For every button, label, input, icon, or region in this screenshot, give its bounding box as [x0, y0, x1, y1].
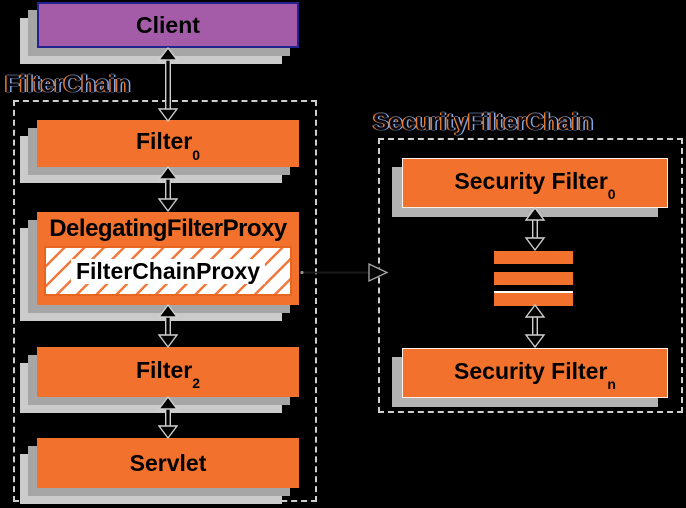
- security-filtern-box-label: Security Filtern: [454, 357, 616, 393]
- filter2-subscript: 2: [192, 375, 201, 392]
- servlet-box-label: Servlet: [129, 449, 207, 476]
- security-filter0-box-label: Security Filter0: [454, 167, 616, 203]
- ellipsis-bar: [494, 291, 573, 306]
- filter0-box: Filter0: [37, 120, 299, 167]
- filter-chain-proxy-box: FilterChainProxy: [44, 246, 292, 296]
- security-filtern-box: Security Filtern: [402, 348, 668, 398]
- filter0-box-label: Filter0: [135, 128, 201, 163]
- ellipsis-bar: [494, 251, 573, 264]
- filter0-subscript: 0: [192, 146, 201, 163]
- filterchain-label: FilterChain: [5, 71, 131, 98]
- security-filter0-subscript: 0: [607, 186, 616, 203]
- security-filter0-box: Security Filter0: [402, 158, 668, 208]
- delegating-filter-proxy-box: DelegatingFilterProxy FilterChainProxy: [37, 212, 299, 305]
- client-box-label: Client: [136, 11, 200, 38]
- filter2-box-label: Filter2: [135, 356, 201, 392]
- filter2-box: Filter2: [37, 347, 299, 397]
- servlet-box: Servlet: [37, 438, 299, 488]
- client-box: Client: [37, 2, 299, 48]
- ellipsis-bar: [494, 272, 573, 285]
- security-filters-ellipsis: [494, 251, 573, 306]
- filter-chain-proxy-label: FilterChainProxy: [70, 258, 266, 284]
- securityfilterchain-label: SecurityFilterChain: [373, 109, 594, 136]
- delegating-filter-proxy-label: DelegatingFilterProxy: [49, 215, 287, 242]
- security-filtern-subscript: n: [607, 376, 616, 393]
